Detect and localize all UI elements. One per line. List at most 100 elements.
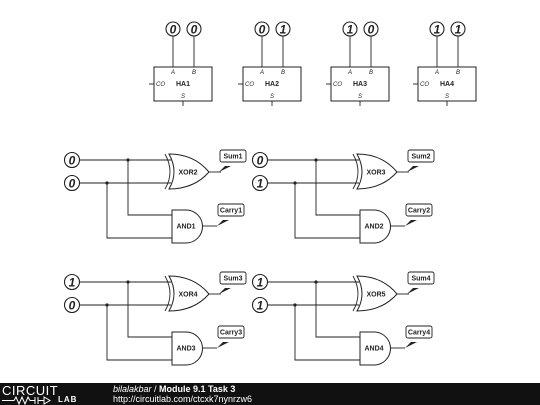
- ha-input-a-circle[interactable]: [342, 21, 358, 37]
- and-gate-icon[interactable]: [359, 209, 391, 244]
- ha-input-b-circle[interactable]: [450, 21, 466, 37]
- ha-pin-b-label: B: [456, 70, 460, 76]
- input-2-circle[interactable]: [251, 296, 269, 314]
- sum-probe-pointer-icon: [407, 288, 419, 294]
- ha-block: [153, 66, 213, 102]
- input-1-circle[interactable]: [63, 273, 81, 291]
- input-1-circle[interactable]: [63, 151, 81, 169]
- carry-probe-label: Carry3: [220, 330, 242, 337]
- and-gate-label: AND2: [364, 224, 383, 231]
- input-2-value: 0: [69, 177, 76, 191]
- ha-pin-s-label: S: [270, 94, 274, 100]
- ha-input-a-value: 0: [170, 23, 177, 37]
- carry-probe-pointer-icon: [217, 342, 229, 348]
- ha-input-a-circle[interactable]: [165, 21, 181, 37]
- circuit-url-link[interactable]: http://circuitlab.com/ctcxk7nynrzw6: [113, 394, 253, 404]
- xor-gate-label: XOR3: [366, 170, 385, 177]
- and-input-1-wire: [315, 160, 360, 216]
- ha-block-label: HA4: [440, 81, 454, 88]
- input-1-value: 1: [257, 276, 264, 290]
- ha-block: [417, 66, 477, 102]
- ha-pin-s-label: S: [445, 94, 449, 100]
- ha-pin-a-label: A: [170, 70, 175, 76]
- xor-gate-icon[interactable]: [168, 275, 210, 312]
- ha-pin-co-label: CO: [420, 82, 429, 88]
- sum-probe-box[interactable]: [407, 149, 435, 163]
- sum-probe-box[interactable]: [219, 271, 247, 285]
- carry-probe-box[interactable]: [405, 325, 433, 339]
- logo-text-lab: LAB: [58, 395, 78, 404]
- input-2-circle[interactable]: [63, 174, 81, 192]
- and-input-2-wire: [106, 183, 172, 239]
- ha-block-label: HA3: [353, 81, 367, 88]
- xor-gate-icon[interactable]: [356, 275, 398, 312]
- ha-pin-s-label: S: [358, 94, 362, 100]
- xor-gate-label: XOR4: [178, 292, 197, 299]
- input-1-circle[interactable]: [251, 151, 269, 169]
- ha-pin-co-label: CO: [245, 82, 254, 88]
- ha-pin-s-label: S: [181, 94, 185, 100]
- ha-input-b-circle[interactable]: [363, 21, 379, 37]
- footer-bar: CIRCUIT LAB bilalakbar / Module 9.1 Task…: [0, 383, 540, 405]
- xor-extra-arc: [352, 275, 359, 312]
- carry-probe-pointer-icon: [405, 342, 417, 348]
- ha-input-b-value: 0: [191, 23, 198, 37]
- ha-input-a-value: 1: [434, 23, 441, 37]
- carry-probe-pointer-icon: [405, 220, 417, 226]
- sum-probe-pointer-icon: [219, 166, 231, 172]
- logo-text-circuit: CIRCUIT: [2, 383, 59, 398]
- input-2-value: 1: [257, 177, 264, 191]
- ha-input-b-value: 1: [455, 23, 462, 37]
- carry-probe-pointer-icon: [217, 220, 229, 226]
- ha-pin-a-label: A: [259, 70, 264, 76]
- circuitlab-logo[interactable]: CIRCUIT LAB: [2, 383, 106, 405]
- carry-probe-box[interactable]: [405, 203, 433, 217]
- sum-probe-box[interactable]: [407, 271, 435, 285]
- ha-pin-b-label: B: [192, 70, 196, 76]
- ha-block-label: HA1: [176, 81, 190, 88]
- and-gate-icon[interactable]: [359, 331, 391, 366]
- sum-probe-pointer-icon: [407, 166, 419, 172]
- ha-pin-b-label: B: [281, 70, 285, 76]
- ha-input-a-value: 1: [347, 23, 354, 37]
- and-input-1-wire: [127, 160, 172, 216]
- and-gate-label: AND1: [176, 224, 195, 231]
- ha-pin-b-label: B: [369, 70, 373, 76]
- carry-probe-label: Carry2: [408, 208, 430, 215]
- and-input-2-wire: [106, 305, 172, 361]
- input-2-circle[interactable]: [251, 174, 269, 192]
- ha-pin-co-label: CO: [333, 82, 342, 88]
- and-gate-icon[interactable]: [171, 209, 203, 244]
- credit-separator: /: [151, 384, 160, 394]
- and-gate-icon[interactable]: [171, 331, 203, 366]
- xor-gate-label: XOR2: [178, 170, 197, 177]
- and-input-2-wire: [294, 183, 360, 239]
- author-link[interactable]: bilalakbar: [113, 384, 152, 394]
- sum-probe-box[interactable]: [219, 149, 247, 163]
- circuit-title: Module 9.1 Task 3: [159, 384, 236, 394]
- carry-probe-box[interactable]: [217, 325, 245, 339]
- ha-input-b-circle[interactable]: [275, 21, 291, 37]
- ha-input-b-circle[interactable]: [186, 21, 202, 37]
- ha-input-a-circle[interactable]: [254, 21, 270, 37]
- ha-input-a-value: 0: [259, 23, 266, 37]
- carry-probe-box[interactable]: [217, 203, 245, 217]
- sum-probe-label: Sum2: [411, 154, 430, 161]
- input-2-circle[interactable]: [63, 296, 81, 314]
- ha-input-a-circle[interactable]: [429, 21, 445, 37]
- input-1-circle[interactable]: [251, 273, 269, 291]
- sum-probe-label: Sum4: [411, 276, 430, 283]
- input-2-value: 0: [69, 299, 76, 313]
- xor-gate-icon[interactable]: [356, 153, 398, 190]
- xor-extra-arc: [164, 153, 171, 190]
- xor-gate-icon[interactable]: [168, 153, 210, 190]
